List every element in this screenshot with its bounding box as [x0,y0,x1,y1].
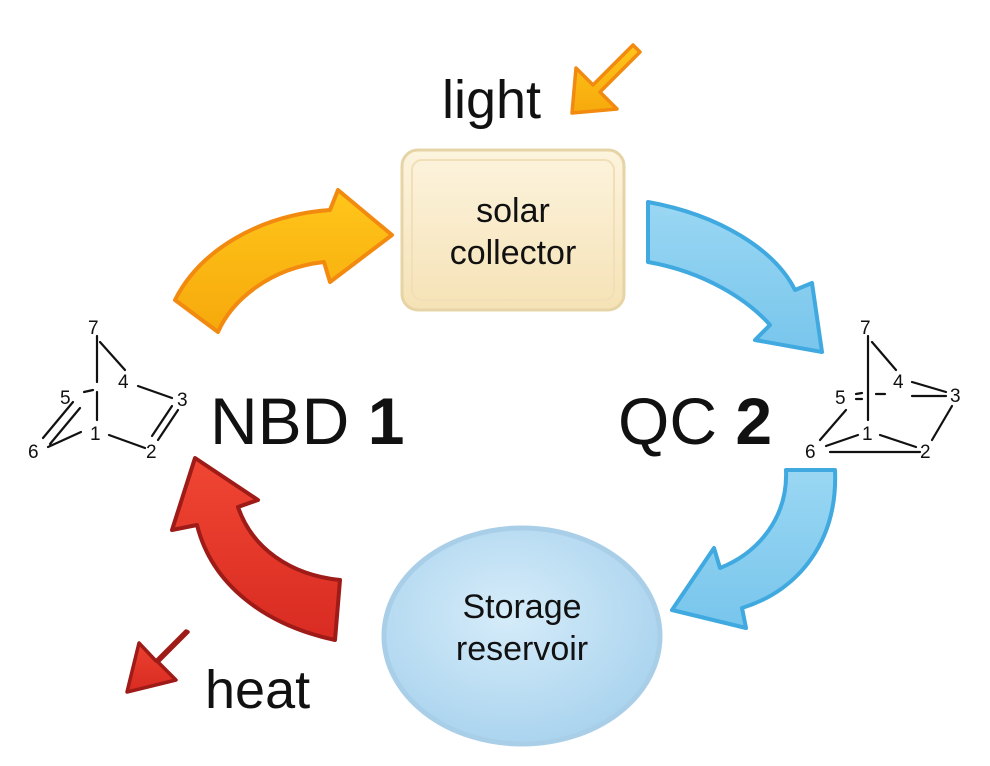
nbd-atom-5: 5 [60,388,71,409]
arrow-nbd-to-collector [173,188,394,334]
nbd-atom-3: 3 [177,390,188,411]
nbd-atom-4: 4 [118,372,129,393]
qc-atom-4: 4 [893,372,904,393]
qc-atom-2: 2 [920,442,931,463]
arrow-collector-to-qc [646,200,824,354]
light-arrow-icon [570,43,642,115]
heat-label: heat [205,660,310,720]
nbd-label: NBD 1 [210,384,404,458]
light-label: light [442,70,541,130]
nbd-atom-2: 2 [146,442,157,463]
heat-arrow-icon [125,629,190,694]
storage-reservoir [381,525,663,747]
qc-atom-1: 1 [862,424,873,445]
nbd-number: 1 [368,384,405,458]
qc-atom-5: 5 [835,388,846,409]
solar-collector-box [400,148,626,312]
storage-label-line1: Storage [462,588,581,626]
qc-atom-3: 3 [950,386,961,407]
qc-label: QC 2 [618,384,772,458]
qc-number: 2 [735,384,772,458]
solar-collector-label-line1: solar [476,192,550,230]
nbd-structure: 7 4 5 3 1 6 2 [28,318,188,463]
qc-atom-6: 6 [805,442,816,463]
qc-name: QC [618,384,717,458]
nbd-name: NBD [210,384,349,458]
nbd-atom-7: 7 [88,318,99,339]
qc-structure: 7 4 5 3 1 6 2 [805,318,961,463]
nbd-atom-1: 1 [90,424,101,445]
solar-collector-label-line2: collector [450,234,577,272]
storage-label-line2: reservoir [456,630,588,668]
arrow-storage-to-nbd [170,456,342,642]
arrow-qc-to-storage [670,468,838,630]
qc-atom-7: 7 [860,318,871,339]
nbd-atom-6: 6 [28,442,39,463]
